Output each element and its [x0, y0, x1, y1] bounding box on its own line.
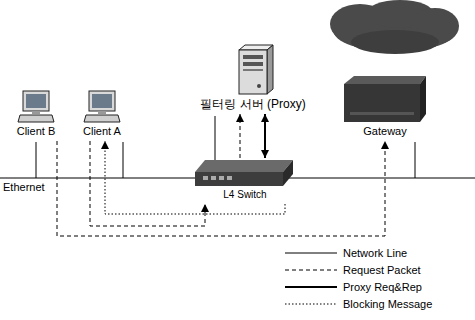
l4-switch: L4 Switch [195, 158, 295, 204]
legend-line-sample [285, 253, 337, 254]
legend-text: Proxy Req&Rep [343, 280, 422, 294]
legend-line-sample [285, 270, 337, 271]
drive-bay [243, 62, 263, 66]
node-label: Gateway [340, 124, 430, 141]
switch-port [219, 176, 224, 180]
legend-text: Network Line [343, 246, 407, 260]
legend-line-sample [285, 286, 337, 288]
tower-side [267, 45, 273, 94]
internet-cloud [330, 0, 459, 54]
l4-switch-icon [195, 158, 295, 188]
switch-side [283, 160, 293, 186]
power-light [257, 84, 261, 88]
legend-row: Network Line [285, 246, 407, 260]
proxy-server-icon [188, 44, 318, 96]
keyboard [84, 115, 120, 122]
switch-front [195, 172, 283, 186]
connector [90, 141, 205, 226]
legend-text: Blocking Message [343, 297, 432, 311]
monitor [89, 91, 115, 111]
bus-label: Ethernet [3, 181, 45, 194]
node-label: Client B [6, 124, 66, 141]
gateway-router: Gateway [340, 72, 430, 141]
network-line [415, 142, 416, 178]
screen [26, 94, 46, 108]
node-label: L4 Switch [195, 188, 295, 204]
client-computer: Client B [6, 90, 66, 141]
connector [105, 141, 285, 214]
router-vent [350, 112, 414, 115]
node-label: Client A [72, 124, 132, 141]
connector [264, 114, 266, 158]
legend-row: Request Packet [285, 263, 421, 277]
proxy-server: 필터링 서버 (Proxy) [188, 44, 318, 114]
legend-text: Request Packet [343, 263, 421, 277]
legend-sample [285, 248, 337, 258]
switch-port [227, 176, 232, 180]
router-top [344, 76, 426, 84]
router-side [420, 76, 426, 122]
connector [57, 141, 385, 236]
legend-sample [285, 282, 337, 292]
screen [92, 94, 112, 108]
keyboard [18, 115, 54, 122]
connector [240, 114, 241, 158]
monitor-neck [32, 111, 40, 114]
client-computer: Client A [72, 90, 132, 141]
switch-port [203, 176, 208, 180]
drive-bay [243, 69, 263, 71]
client-computer-icon [72, 90, 132, 124]
node-label: 필터링 서버 (Proxy) [188, 96, 318, 114]
client-computer-icon [6, 90, 66, 124]
cloud-part [351, 30, 439, 54]
legend-sample [285, 299, 337, 309]
legend-sample [285, 265, 337, 275]
legend-row: Proxy Req&Rep [285, 280, 422, 294]
legend-row: Blocking Message [285, 297, 432, 311]
gateway-router-icon [340, 72, 430, 124]
switch-port [211, 176, 216, 180]
router-front [344, 84, 420, 122]
tower-front [239, 50, 267, 94]
network-line [36, 142, 37, 178]
network-line [215, 116, 216, 160]
network-line [123, 142, 124, 178]
legend-line-sample [285, 304, 337, 305]
switch-top [195, 160, 293, 172]
drive-bay [243, 55, 263, 59]
monitor [23, 91, 49, 111]
monitor-neck [98, 111, 106, 114]
